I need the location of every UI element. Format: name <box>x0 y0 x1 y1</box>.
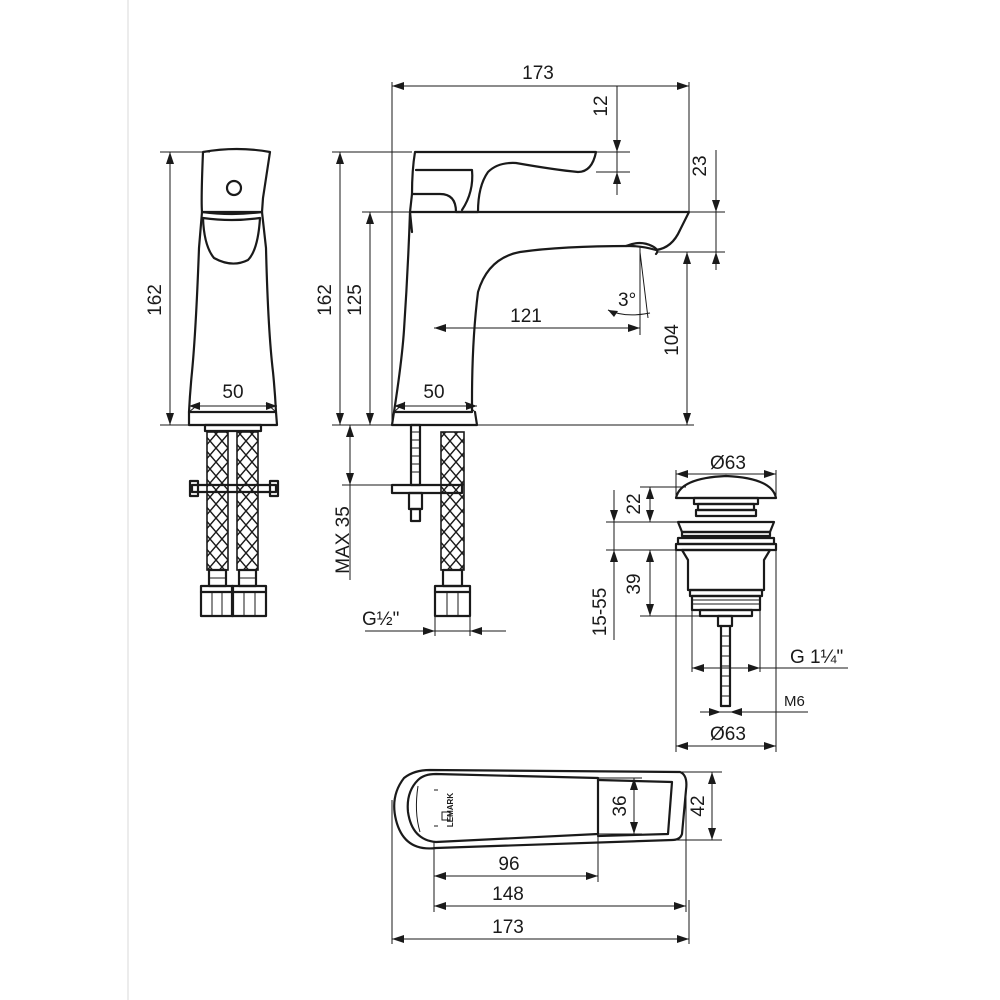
side-view <box>187 147 280 618</box>
plan-dimensions: 36 42 96 148 173 <box>391 771 722 944</box>
dim-side-height: 162 <box>145 284 166 316</box>
dim-clearance: 104 <box>662 324 683 356</box>
dim-waste-bottom-dia: Ø63 <box>710 724 746 745</box>
dim-plan-96: 96 <box>498 854 519 875</box>
dim-front-height: 162 <box>315 284 336 316</box>
dim-top-width: 173 <box>522 63 554 84</box>
dim-thread: G½" <box>362 609 399 630</box>
dim-plan-148: 148 <box>492 884 524 905</box>
dim-front-base: 50 <box>423 382 444 403</box>
front-view <box>390 150 691 618</box>
brand-logo: LEMARK <box>446 793 455 827</box>
dim-waste-top-dia: Ø63 <box>710 453 746 474</box>
waste-dimensions: Ø63 22 15-55 39 G 1¼" M6 <box>590 453 848 752</box>
dim-side-base: 50 <box>222 382 243 403</box>
dim-spout-reach: 121 <box>510 306 542 327</box>
dim-max-thickness: MAX 35 <box>333 506 354 574</box>
dim-waste-range: 15-55 <box>590 588 611 637</box>
dim-plan-36: 36 <box>610 795 631 816</box>
waste-view <box>674 474 778 708</box>
dim-waste-bolt: M6 <box>784 693 805 710</box>
dim-spout-height: 125 <box>345 284 366 316</box>
plan-view: LEMARK <box>393 768 688 850</box>
dim-lever-height: 12 <box>591 95 612 116</box>
dim-waste-thread: G 1¼" <box>790 647 843 668</box>
dim-plan-42: 42 <box>688 795 709 816</box>
side-dimensions: 162 50 <box>145 151 277 426</box>
dim-plan-173: 173 <box>492 917 524 938</box>
dim-waste-cap: 22 <box>624 493 645 514</box>
dim-lever-offset: 23 <box>690 155 711 176</box>
front-dimensions: 173 12 23 162 125 121 <box>315 63 725 636</box>
dim-tilt: 3° <box>618 290 636 311</box>
dim-waste-body: 39 <box>624 573 645 594</box>
